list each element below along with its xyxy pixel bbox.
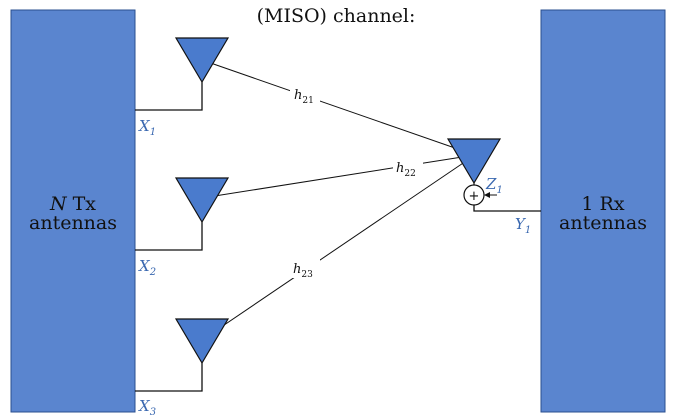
- rx-box-line1: 1 Rx: [581, 193, 624, 215]
- diagram-title: (MISO) channel:: [257, 5, 416, 27]
- channel-line-h23: [201, 154, 476, 341]
- channel-label-bg-h23: [290, 258, 320, 278]
- channel-line-h22: [201, 154, 476, 199]
- tx-box-line1-rest: Tx: [67, 193, 97, 215]
- rx-box-line2: antennas: [559, 212, 647, 234]
- tx-port-label-2: X2: [138, 257, 156, 278]
- noise-sub: 1: [496, 185, 502, 196]
- tx-antenna-1-icon: [174, 37, 230, 84]
- tx-feed-line-3: [135, 363, 203, 392]
- noise-label: Z1: [485, 175, 503, 196]
- tx-port-label-3: X3: [138, 397, 156, 417]
- channel-base-h21: h: [294, 88, 302, 103]
- rx-port-label: Y1: [515, 215, 531, 236]
- channel-sub-h22: 22: [404, 169, 415, 179]
- tx-port-sub-3: 3: [150, 407, 156, 417]
- rx-output-line: [473, 205, 541, 212]
- channel-label-h23: h23: [293, 262, 313, 280]
- tx-port-base-1: X: [138, 117, 151, 135]
- tx-antennas-box: [10, 9, 136, 413]
- channel-base-h22: h: [396, 161, 404, 176]
- channel-label-bg-h21: [290, 84, 320, 104]
- tx-port-base-3: X: [138, 397, 151, 415]
- rx-antennas-box: [540, 9, 666, 413]
- noise-base: Z: [485, 175, 497, 193]
- channel-label-h22: h22: [396, 161, 416, 179]
- tx-box-line1: N Tx: [49, 193, 96, 215]
- tx-port-label-1: X1: [138, 117, 156, 138]
- tx-antenna-2-icon: [174, 177, 230, 224]
- rx-antenna-icon: [446, 138, 502, 185]
- tx-port-sub-2: 2: [149, 267, 156, 278]
- noise-arrow-head-icon: [484, 192, 490, 198]
- channel-base-h23: h: [293, 262, 301, 277]
- channel-sub-h23: 23: [301, 270, 313, 280]
- tx-feed-line-1: [135, 82, 203, 111]
- channel-sub-h21: 21: [302, 96, 313, 106]
- tx-port-base-2: X: [138, 257, 151, 275]
- tx-feed-line-2: [135, 222, 203, 251]
- rx-port-base: Y: [515, 215, 527, 233]
- rx-port-sub: 1: [525, 225, 531, 236]
- channel-line-h21: [201, 59, 476, 156]
- adder-plus-symbol: +: [469, 189, 480, 204]
- tx-box-line2: antennas: [29, 212, 117, 234]
- tx-port-sub-1: 1: [150, 127, 156, 138]
- channel-label-bg-h22: [393, 158, 423, 178]
- tx-antenna-3-icon: [174, 318, 230, 365]
- tx-count-symbol: N: [49, 193, 68, 215]
- channel-label-h21: h21: [294, 88, 314, 106]
